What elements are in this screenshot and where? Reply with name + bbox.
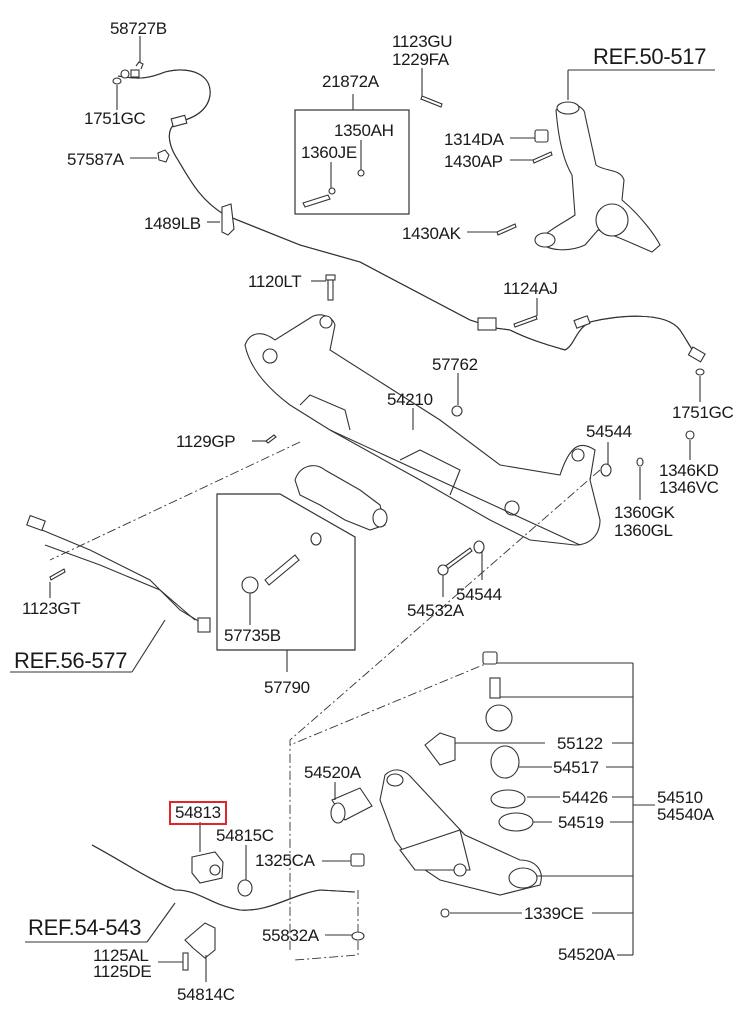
nut-1339CE[interactable] <box>440 908 450 918</box>
label-1346KD[interactable]: 1346KD <box>659 461 719 480</box>
nut-1314DA[interactable] <box>534 129 549 143</box>
bolt-54532A[interactable] <box>437 547 473 576</box>
label-55832A[interactable]: 55832A <box>262 926 319 945</box>
label-1325CA[interactable]: 1325CA <box>255 851 315 870</box>
label-54426[interactable]: 54426 <box>562 788 608 807</box>
label-54520A-bushing[interactable]: 54520A <box>304 763 361 782</box>
label-54540A[interactable]: 54540A <box>657 805 714 824</box>
label-1489LB[interactable]: 1489LB <box>144 214 201 233</box>
label-54814C[interactable]: 54814C <box>177 985 235 1004</box>
brake-hose-right[interactable] <box>359 261 706 363</box>
washer-55832A[interactable] <box>351 931 365 941</box>
kit-box-57790 <box>216 493 356 651</box>
label-1229FA[interactable]: 1229FA <box>392 50 449 69</box>
label-54510[interactable]: 54510 <box>657 788 703 807</box>
label-1751GC-right[interactable]: 1751GC <box>672 403 734 422</box>
label-1339CE[interactable]: 1339CE <box>524 904 584 923</box>
label-1360GK[interactable]: 1360GK <box>614 503 675 522</box>
ring-54519[interactable] <box>498 812 534 832</box>
bolt-1129GP[interactable] <box>265 434 277 444</box>
label-1346VC[interactable]: 1346VC <box>659 478 719 497</box>
stabilizer-bar-ref[interactable] <box>91 844 356 911</box>
brake-hose-left[interactable] <box>117 69 361 263</box>
steering-hose-ref[interactable] <box>26 514 211 633</box>
lower-arm-54520A[interactable] <box>379 769 542 896</box>
kit-box-21872A <box>294 109 410 215</box>
label-1350AH[interactable]: 1350AH <box>334 121 394 140</box>
bolt-1124AJ[interactable] <box>513 315 538 328</box>
label-1125AL[interactable]: 1125AL <box>93 946 149 965</box>
label-54210[interactable]: 54210 <box>387 390 433 409</box>
ball-joint-54517[interactable] <box>490 745 520 779</box>
boot-ring-57735B[interactable] <box>241 576 259 594</box>
label-54519[interactable]: 54519 <box>558 813 604 832</box>
label-1314DA[interactable]: 1314DA <box>444 130 504 149</box>
leader-group-54510 <box>450 662 655 956</box>
label-1123GT[interactable]: 1123GT <box>22 599 81 618</box>
ref-50-517[interactable]: REF.50-517 <box>593 44 707 69</box>
bolt-1123GU[interactable] <box>420 95 443 108</box>
label-1430AK[interactable]: 1430AK <box>402 224 461 243</box>
nut-1346KD[interactable] <box>685 430 695 440</box>
label-57587A[interactable]: 57587A <box>67 150 124 169</box>
bushing-54520A[interactable] <box>330 787 373 824</box>
washer-1360GK[interactable] <box>636 457 644 467</box>
label-54517[interactable]: 54517 <box>553 758 599 777</box>
clip-57587A[interactable] <box>157 149 170 163</box>
label-54532A[interactable]: 54532A <box>407 601 464 620</box>
leader-lines <box>10 36 715 982</box>
label-1430AP[interactable]: 1430AP <box>444 152 503 171</box>
bolt-1123GT[interactable] <box>49 568 66 581</box>
washer-54544-lower[interactable] <box>473 540 485 554</box>
label-54520A-arm[interactable]: 54520A <box>558 945 615 964</box>
ring-54426[interactable] <box>490 789 526 809</box>
clip-58727B[interactable] <box>135 61 144 70</box>
ref-54-543[interactable]: REF.54-543 <box>28 915 142 940</box>
label-58727B[interactable]: 58727B <box>110 19 167 38</box>
washer-1751GC-right[interactable] <box>695 368 705 376</box>
crossmember-54210[interactable] <box>244 314 601 546</box>
label-54813-highlighted[interactable]: 54813 <box>169 801 227 825</box>
label-54544-upper[interactable]: 54544 <box>586 422 632 441</box>
bracket-1489LB[interactable] <box>221 203 235 236</box>
nut-57762[interactable] <box>451 405 463 417</box>
steering-knuckle[interactable] <box>534 101 661 253</box>
label-21872A[interactable]: 21872A <box>322 72 379 91</box>
label-55122[interactable]: 55122 <box>557 734 603 753</box>
label-1360GL[interactable]: 1360GL <box>614 521 673 540</box>
label-1125DE[interactable]: 1125DE <box>93 962 152 981</box>
label-1360JE[interactable]: 1360JE <box>301 143 357 162</box>
label-1120LT[interactable]: 1120LT <box>248 272 302 291</box>
cotter-pin-1430AP[interactable] <box>532 151 553 164</box>
label-57735B[interactable]: 57735B <box>224 626 281 645</box>
ref-56-577[interactable]: REF.56-577 <box>14 648 128 673</box>
bushing-54813[interactable] <box>191 851 224 884</box>
bolt-1120LT[interactable] <box>325 274 336 301</box>
label-1129GP[interactable]: 1129GP <box>176 432 236 451</box>
tie-rod-inner[interactable] <box>264 532 322 586</box>
label-1751GC-left[interactable]: 1751GC <box>84 109 146 128</box>
bolt-in-kit[interactable] <box>302 169 365 208</box>
label-54815C[interactable]: 54815C <box>216 826 274 845</box>
label-1123GU[interactable]: 1123GU <box>392 32 453 51</box>
washer-54544-upper[interactable] <box>600 463 612 477</box>
label-57762[interactable]: 57762 <box>432 355 478 374</box>
dust-cover-55122[interactable] <box>424 732 456 766</box>
bracket-54814C[interactable] <box>184 922 216 959</box>
collar-54815C[interactable] <box>237 879 253 897</box>
nut-1325CA[interactable] <box>350 853 365 867</box>
washer-1751GC-left[interactable] <box>112 77 122 85</box>
cotter-pin-1430AK[interactable] <box>496 223 517 236</box>
bolt-1125AL[interactable] <box>182 952 189 971</box>
label-54544-lower[interactable]: 54544 <box>456 585 502 604</box>
label-57790[interactable]: 57790 <box>264 678 310 697</box>
steering-gear-assy[interactable] <box>294 465 388 531</box>
label-1124AJ[interactable]: 1124AJ <box>503 279 558 298</box>
castle-nut[interactable] <box>482 651 498 665</box>
ball-stud[interactable] <box>485 677 513 732</box>
